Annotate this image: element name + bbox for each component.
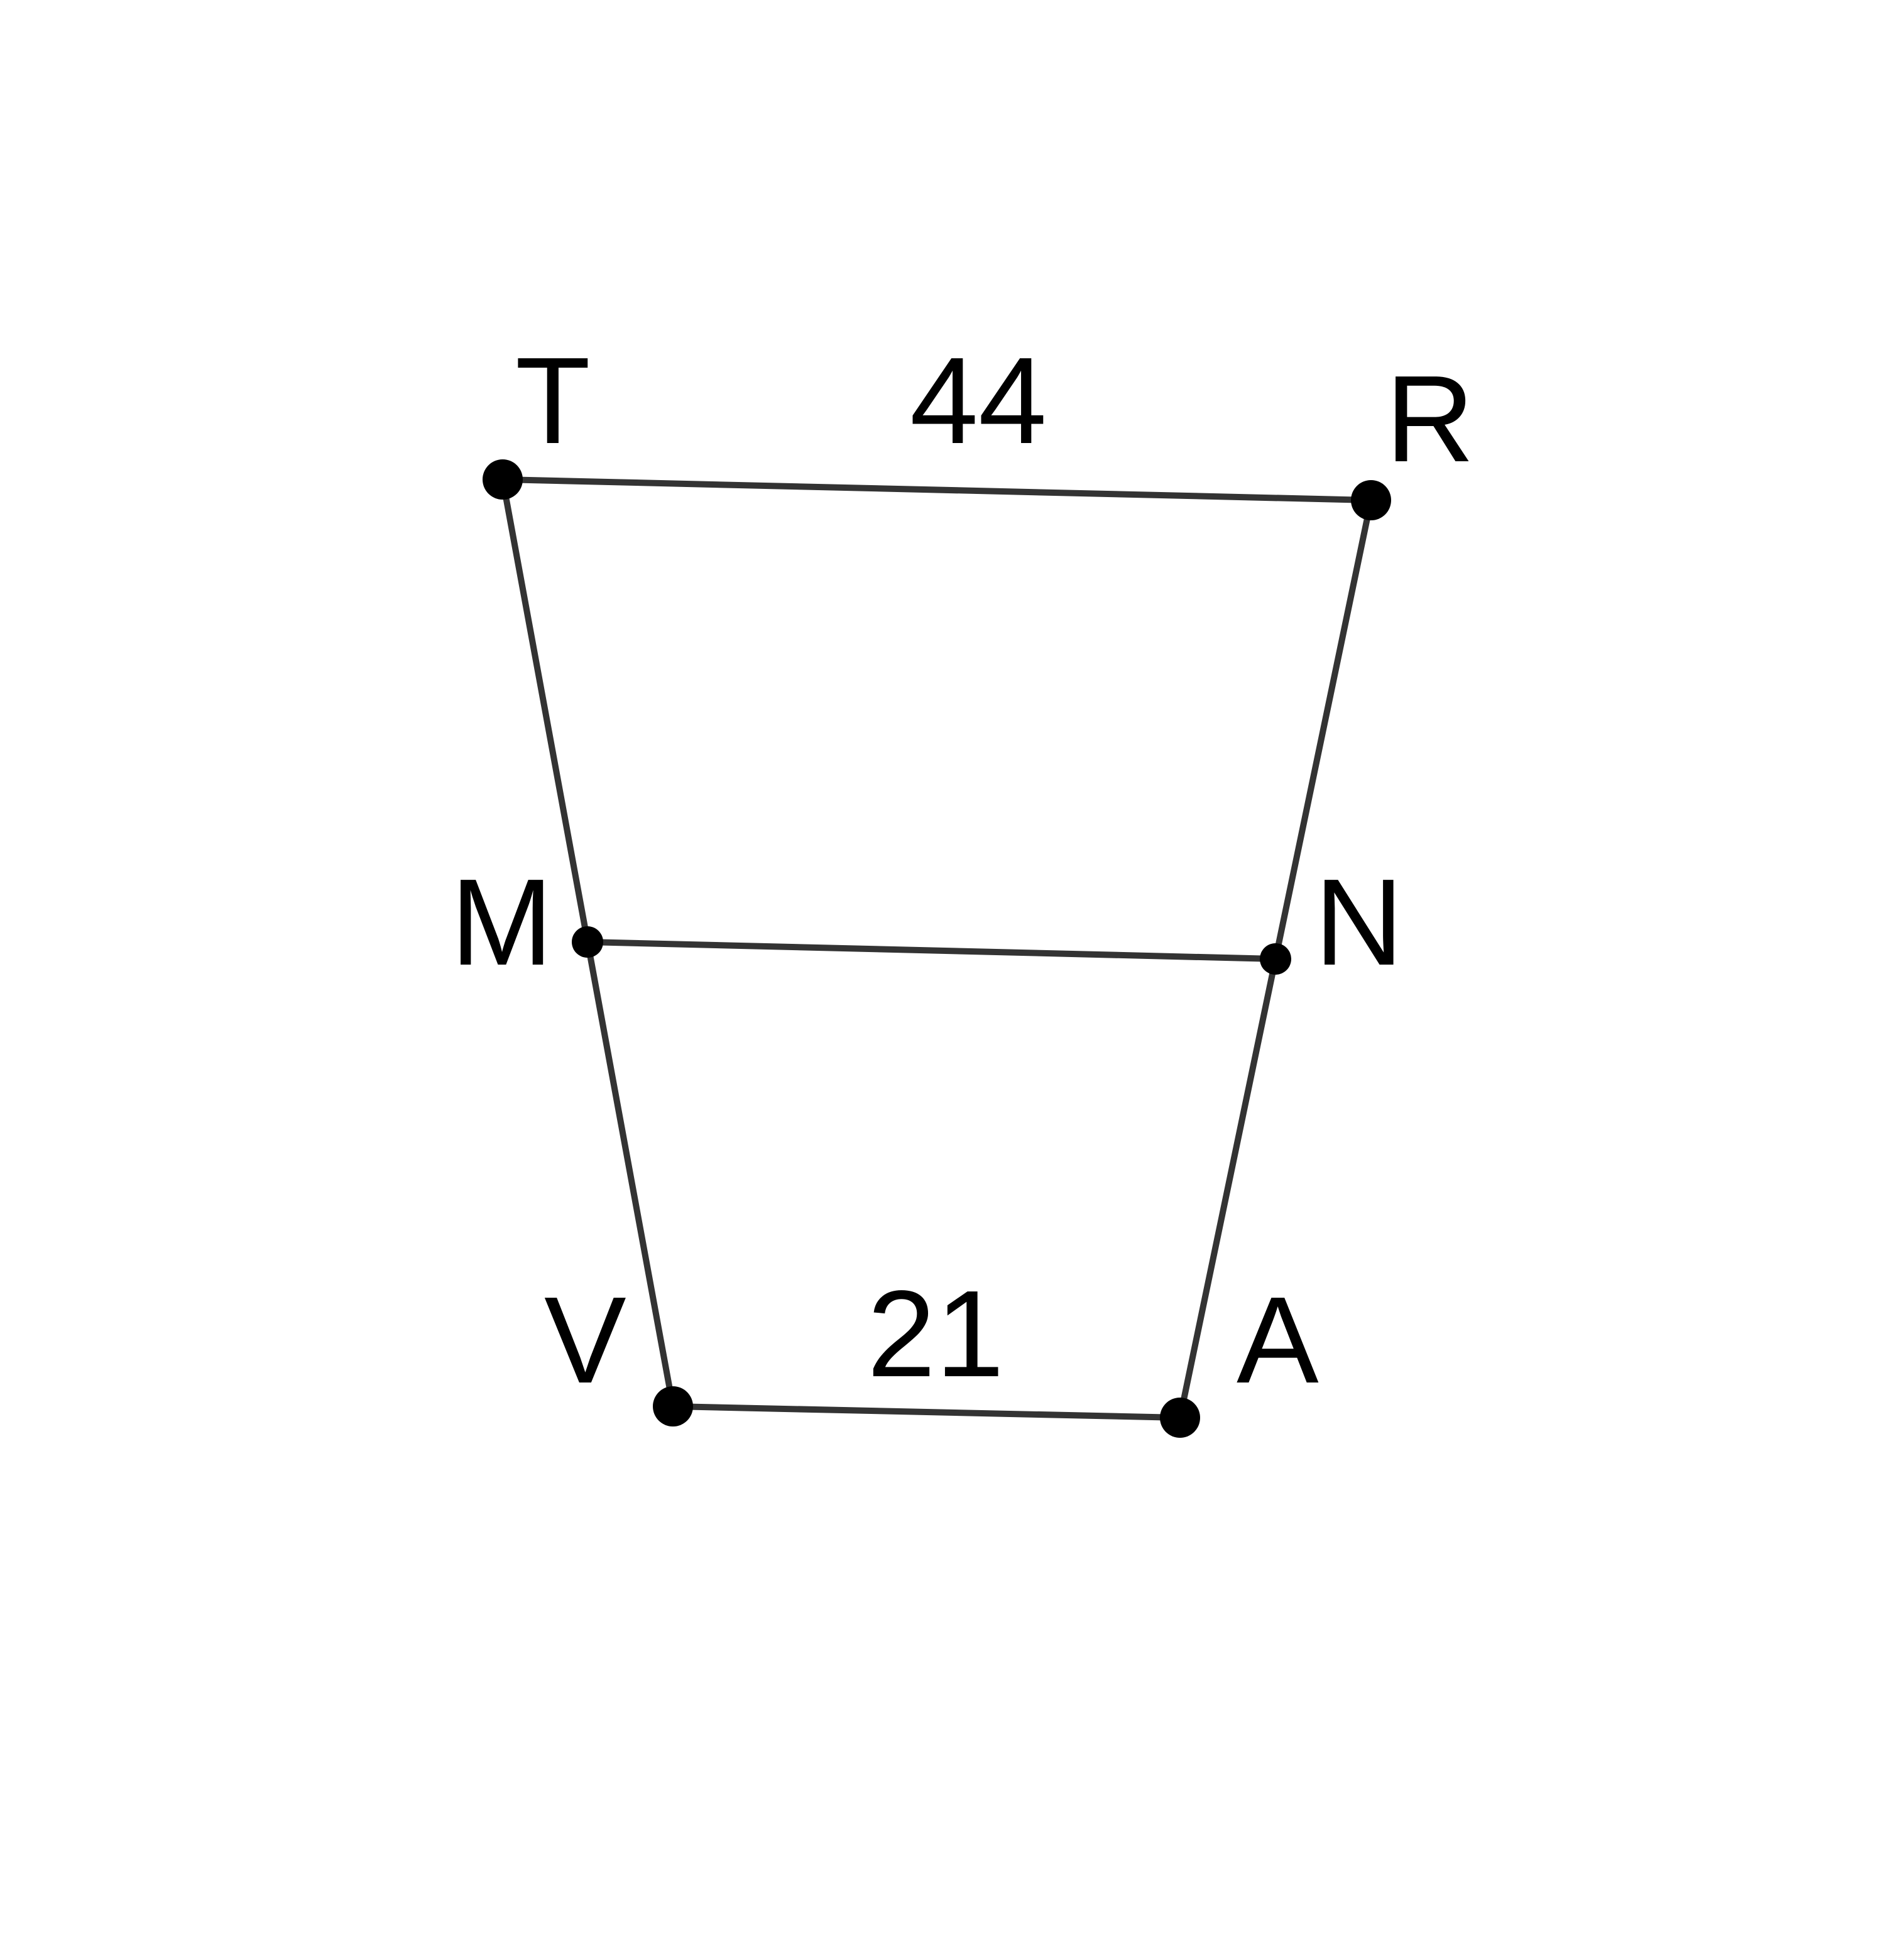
vertex-T-point: [483, 459, 523, 500]
vertex-V-label: V: [544, 1271, 626, 1409]
vertex-A-point: [1160, 1398, 1200, 1438]
vertex-V-point: [653, 1386, 693, 1426]
segment-VA: [670, 1403, 1183, 1421]
vertex-R-label: R: [1385, 350, 1475, 488]
vertex-M-point: [572, 926, 603, 958]
vertex-T-label: T: [515, 332, 591, 469]
vertex-M-label: M: [451, 853, 553, 991]
segment-MN: [584, 939, 1279, 962]
vertex-N-label: N: [1314, 853, 1404, 991]
segment-TR-length-label: 44: [910, 332, 1047, 469]
segment-VA-length-label: 21: [867, 1265, 1004, 1403]
vertex-R-point: [1351, 480, 1391, 520]
vertex-A-label: A: [1237, 1271, 1319, 1409]
vertex-N-point: [1260, 943, 1291, 975]
segment-TR: [500, 476, 1374, 503]
